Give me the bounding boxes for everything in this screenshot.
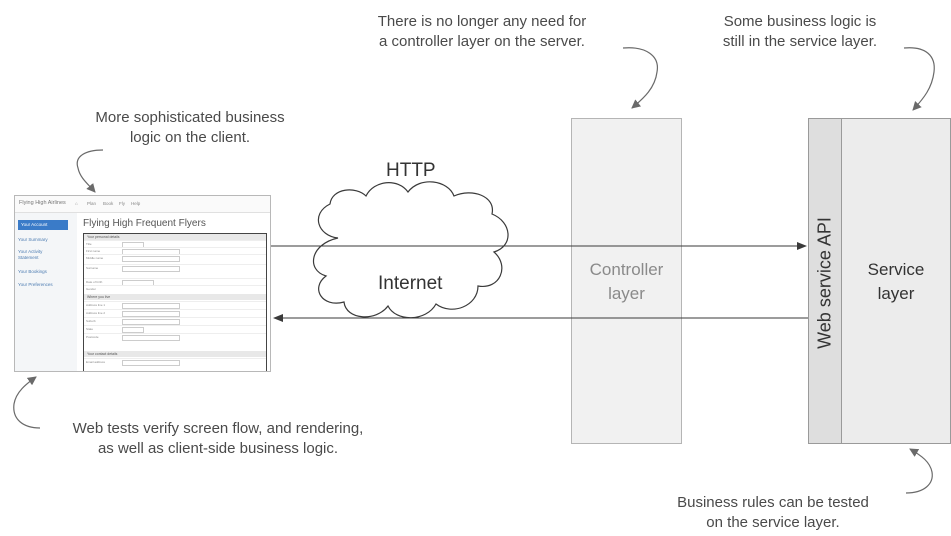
screenshot-field-label: Surname xyxy=(86,266,99,270)
business-rules-annotation: Business rules can be tested on the serv… xyxy=(640,493,906,533)
screenshot-field-label: Suburb xyxy=(86,319,96,323)
service-label-line-2: layer xyxy=(877,284,915,303)
service-logic-line-2: still in the service layer. xyxy=(722,33,878,50)
controller-label-line-1: Controller xyxy=(589,260,664,279)
screenshot-nav-book: Book xyxy=(103,201,114,206)
service-label-line-1: Service xyxy=(867,260,925,279)
business-rules-leader xyxy=(905,448,933,494)
screenshot-topbar: Flying High Airlines ⌂ Plan Book Fly Hel… xyxy=(15,196,270,213)
web-service-api-label: Web service API xyxy=(814,217,835,349)
screenshot-sidebar-item-summary: Your Summary xyxy=(18,237,48,242)
screenshot-field-label: Address line 2 xyxy=(86,311,106,315)
screenshot-field-input xyxy=(122,256,180,262)
controller-layer-label: Controller layer xyxy=(571,258,682,306)
controller-label-line-2: layer xyxy=(608,284,645,303)
screenshot-sidebar: Your Account Your Summary Your Activity … xyxy=(15,213,77,371)
no-controller-annotation: There is no longer any need for a contro… xyxy=(352,12,612,52)
screenshot-field-label: Address line 1 xyxy=(86,303,106,307)
screenshot-field-row: Suburb xyxy=(84,317,266,325)
screenshot-field-row: Email address xyxy=(84,358,266,366)
service-logic-line-1: Some business logic is xyxy=(723,13,877,30)
client-logic-line-1: More sophisticated business xyxy=(95,109,285,126)
screenshot-form: Your personal details Title First name M… xyxy=(83,233,267,371)
internet-cloud xyxy=(312,181,509,319)
screenshot-brand: Flying High Airlines xyxy=(19,200,66,206)
internet-label: Internet xyxy=(378,273,443,294)
service-logic-annotation: Some business logic is still in the serv… xyxy=(700,12,900,52)
screenshot-field-row: Surname xyxy=(84,264,266,272)
screenshot-section-address: Where you live xyxy=(84,294,266,300)
screenshot-field-input xyxy=(122,360,180,366)
screenshot-sidebar-item-bookings: Your Bookings xyxy=(18,269,47,274)
screenshot-field-input xyxy=(122,303,180,309)
screenshot-field-row: State xyxy=(84,325,266,333)
web-tests-line-2: as well as client-side business logic. xyxy=(97,440,339,457)
screenshot-field-label: Gender xyxy=(86,287,97,291)
screenshot-field-label: Middle name xyxy=(86,256,104,260)
screenshot-nav-plan: Plan xyxy=(87,201,97,206)
screenshot-field-row: Address line 2 xyxy=(84,309,266,317)
screenshot-field-input xyxy=(122,266,180,272)
screenshot-field-row: Address line 1 xyxy=(84,301,266,309)
http-label: HTTP xyxy=(386,160,436,181)
web-tests-line-1: Web tests verify screen flow, and render… xyxy=(72,420,364,437)
screenshot-sidebar-item-preferences: Your Preferences xyxy=(18,282,53,287)
screenshot-field-row: Gender xyxy=(84,285,266,293)
controller-layer-box xyxy=(571,118,682,444)
screenshot-heading: Flying High Frequent Flyers xyxy=(83,218,206,229)
no-controller-leader xyxy=(622,47,658,109)
screenshot-field-label: Date of birth xyxy=(86,280,103,284)
screenshot-field-label: Postcode xyxy=(86,335,99,339)
screenshot-field-label: First name xyxy=(86,249,101,253)
web-tests-annotation: Web tests verify screen flow, and render… xyxy=(48,419,388,459)
web-tests-leader xyxy=(13,376,41,429)
screenshot-nav-fly: Fly xyxy=(119,201,125,206)
screenshot-field-row: Middle name xyxy=(84,254,266,262)
no-controller-line-2: a controller layer on the server. xyxy=(379,33,585,50)
screenshot-field-input xyxy=(122,335,180,341)
business-rules-line-2: on the service layer. xyxy=(706,514,840,531)
screenshot-field-label: State xyxy=(86,327,94,331)
service-layer-label: Service layer xyxy=(842,258,950,306)
screenshot-nav-help: Help xyxy=(131,201,141,206)
screenshot-home-icon: ⌂ xyxy=(75,201,78,206)
screenshot-field-input xyxy=(122,319,180,325)
screenshot-section-personal: Your personal details xyxy=(84,234,266,240)
client-logic-leader xyxy=(76,149,104,193)
client-logic-annotation: More sophisticated business logic on the… xyxy=(70,108,310,148)
screenshot-field-label: Email address xyxy=(86,360,106,364)
screenshot-field-label: Title xyxy=(86,242,92,246)
client-logic-line-2: logic on the client. xyxy=(129,129,251,146)
screenshot-sidebar-item-account: Your Account xyxy=(18,220,68,230)
no-controller-line-1: There is no longer any need for xyxy=(377,13,587,30)
screenshot-field-row: Postcode xyxy=(84,333,266,341)
business-rules-line-1: Business rules can be tested xyxy=(677,494,869,511)
screenshot-field-input xyxy=(122,327,144,333)
web-service-api-strip xyxy=(808,118,842,444)
screenshot-field-input xyxy=(122,311,180,317)
service-logic-leader xyxy=(903,47,935,111)
web-app-screenshot: Flying High Airlines ⌂ Plan Book Fly Hel… xyxy=(14,195,271,372)
screenshot-section-contact: Your contact details xyxy=(84,351,266,357)
screenshot-sidebar-item-activity: Your Activity Statement xyxy=(18,249,43,260)
